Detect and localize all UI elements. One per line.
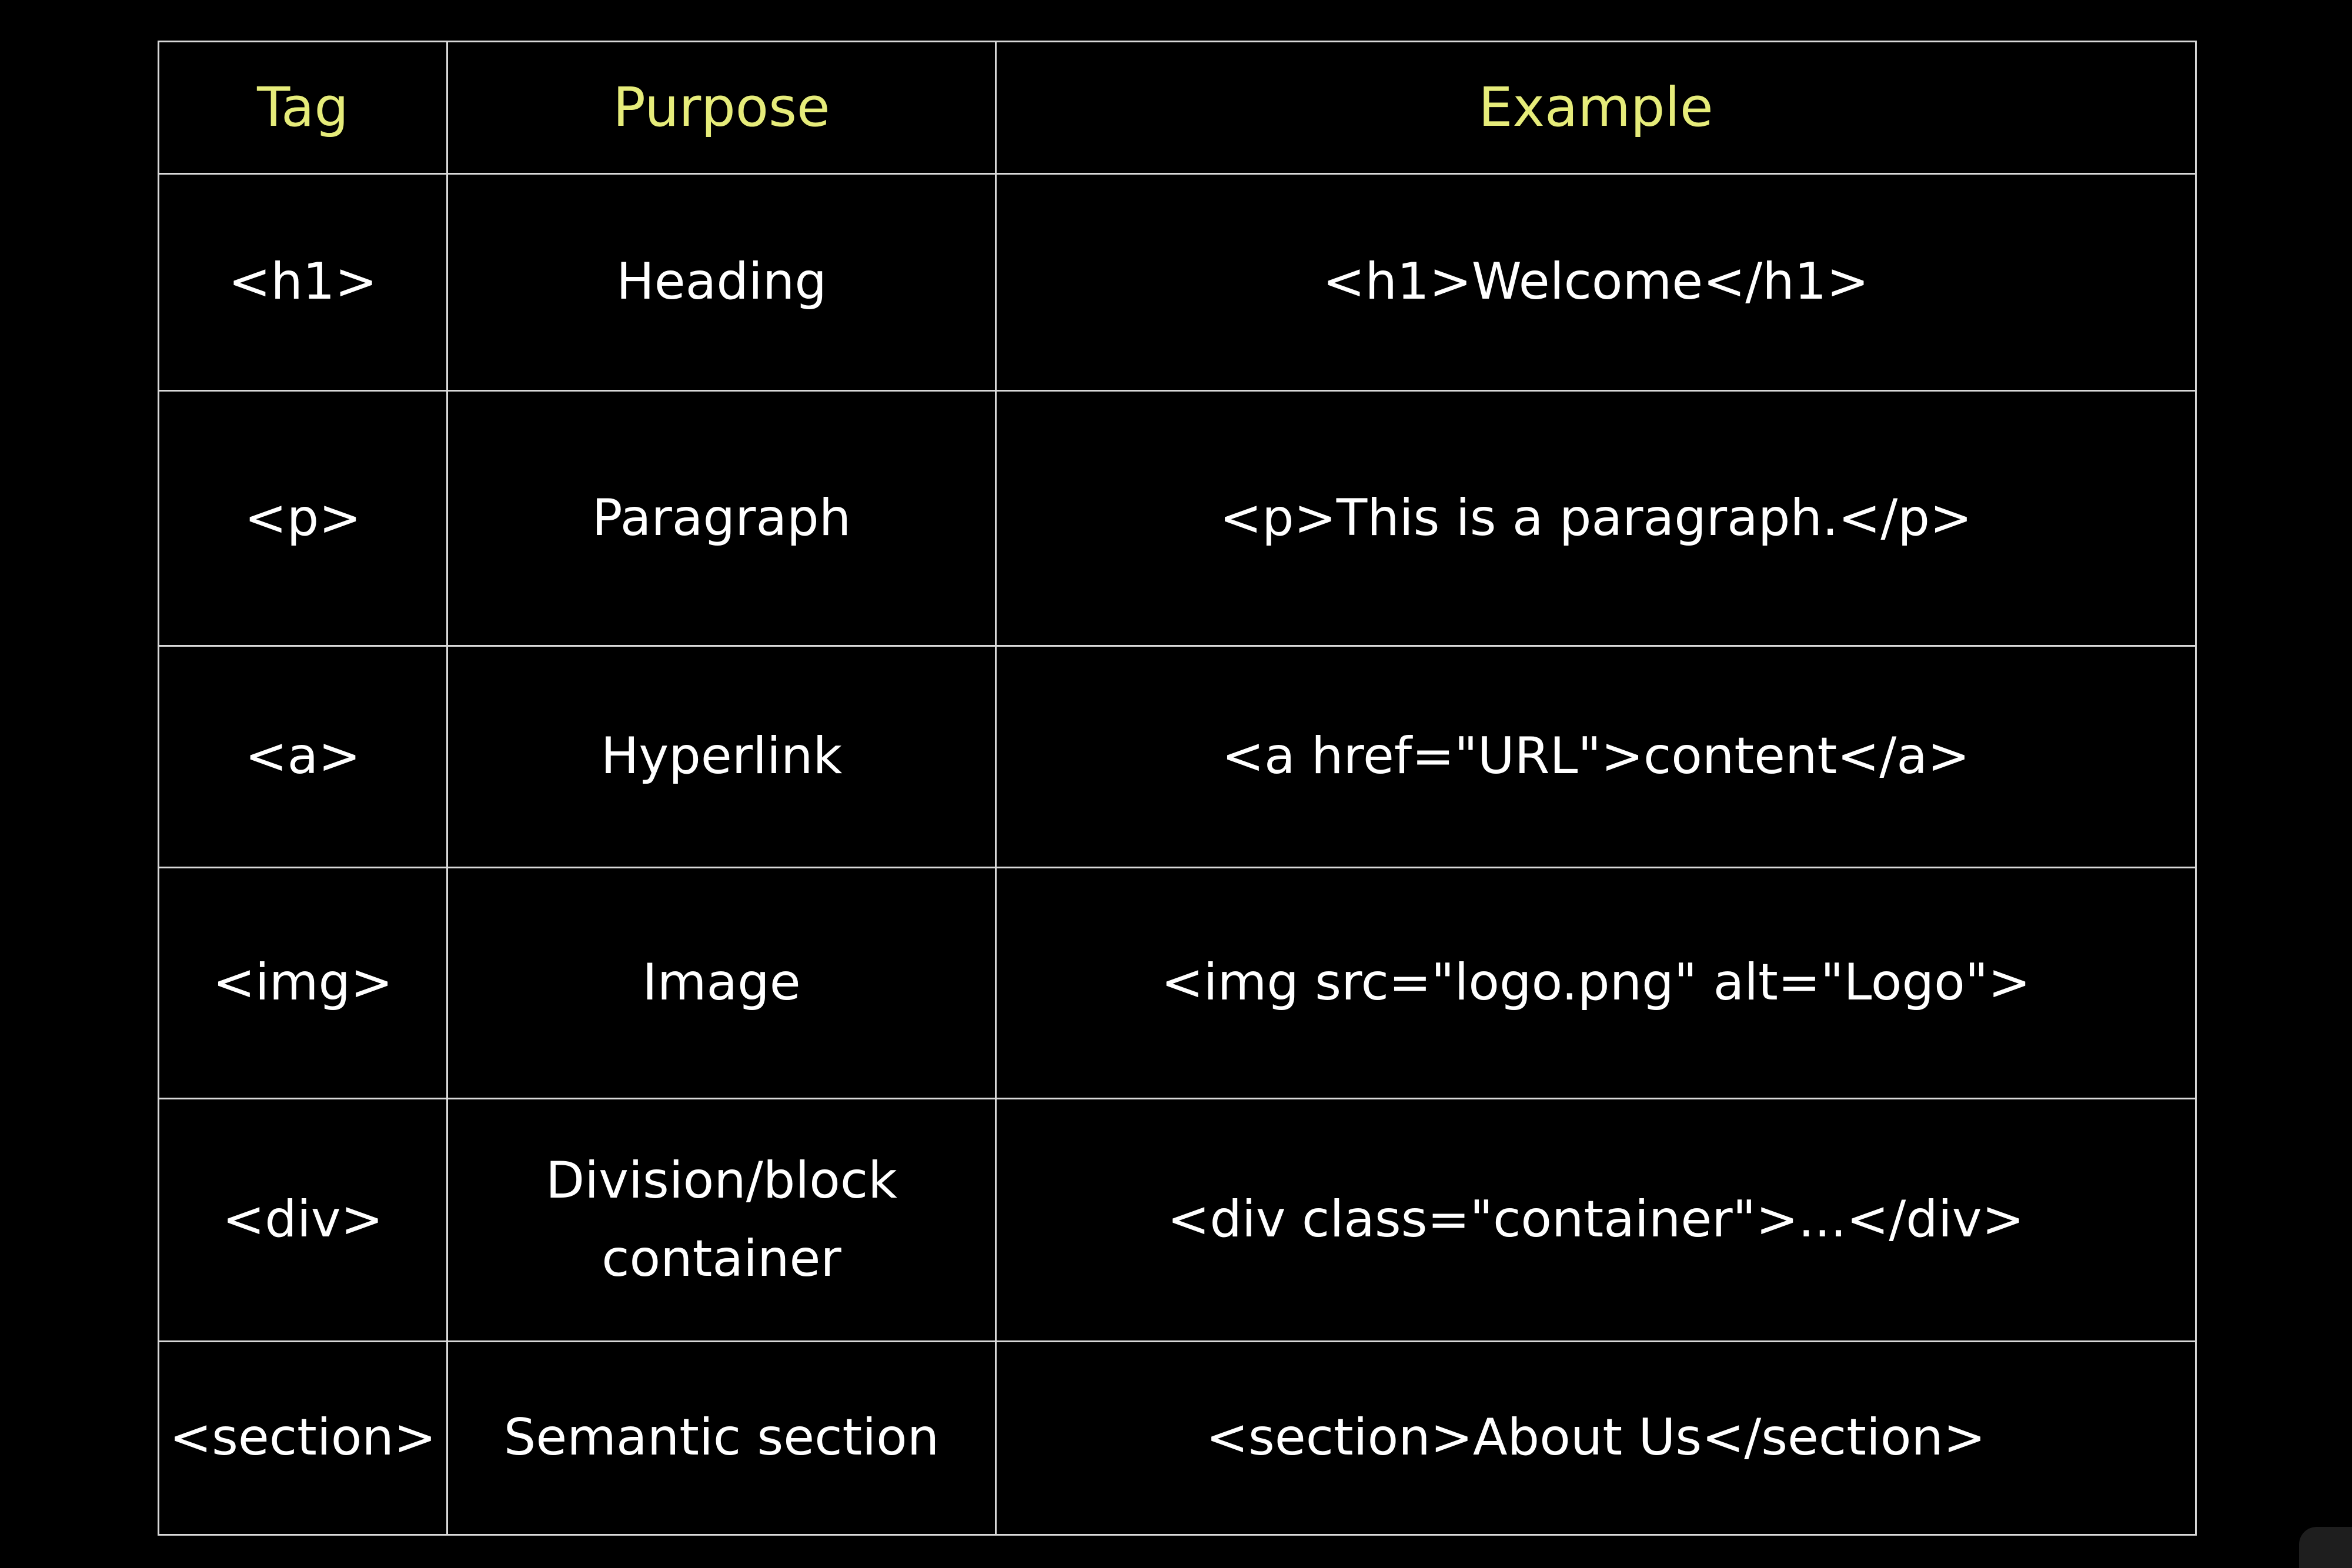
corner-overlay-tab <box>2299 1527 2352 1568</box>
table-row: <img> Image <img src="logo.png" alt="Log… <box>158 867 2197 1099</box>
html-tags-table: Tag Purpose Example <h1> Heading <h1>Wel… <box>158 41 2197 1536</box>
cell-example: <h1>Welcome</h1> <box>995 173 2197 392</box>
cell-purpose: Paragraph <box>446 390 997 647</box>
cell-tag: <section> <box>158 1340 448 1536</box>
table-row: <a> Hyperlink <a href="URL">content</a> <box>158 645 2197 868</box>
table-row: <section> Semantic section <section>Abou… <box>158 1340 2197 1536</box>
cell-tag: <h1> <box>158 173 448 392</box>
cell-tag: <p> <box>158 390 448 647</box>
cell-purpose: Division/block container <box>446 1098 997 1342</box>
cell-example: <p>This is a paragraph.</p> <box>995 390 2197 647</box>
cell-purpose: Heading <box>446 173 997 392</box>
cell-purpose: Image <box>446 867 997 1099</box>
cell-tag: <a> <box>158 645 448 868</box>
cell-example: <img src="logo.png" alt="Logo"> <box>995 867 2197 1099</box>
table-row: <p> Paragraph <p>This is a paragraph.</p… <box>158 390 2197 647</box>
cell-example: <section>About Us</section> <box>995 1340 2197 1536</box>
cell-purpose: Hyperlink <box>446 645 997 868</box>
table-row: <h1> Heading <h1>Welcome</h1> <box>158 173 2197 392</box>
column-header-purpose: Purpose <box>446 41 997 175</box>
cell-tag: <div> <box>158 1098 448 1342</box>
column-header-tag: Tag <box>158 41 448 175</box>
table-header-row: Tag Purpose Example <box>158 41 2197 175</box>
table-row: <div> Division/block container <div clas… <box>158 1098 2197 1342</box>
cell-purpose: Semantic section <box>446 1340 997 1536</box>
cell-tag: <img> <box>158 867 448 1099</box>
column-header-example: Example <box>995 41 2197 175</box>
cell-example: <a href="URL">content</a> <box>995 645 2197 868</box>
cell-example: <div class="container">...</div> <box>995 1098 2197 1342</box>
